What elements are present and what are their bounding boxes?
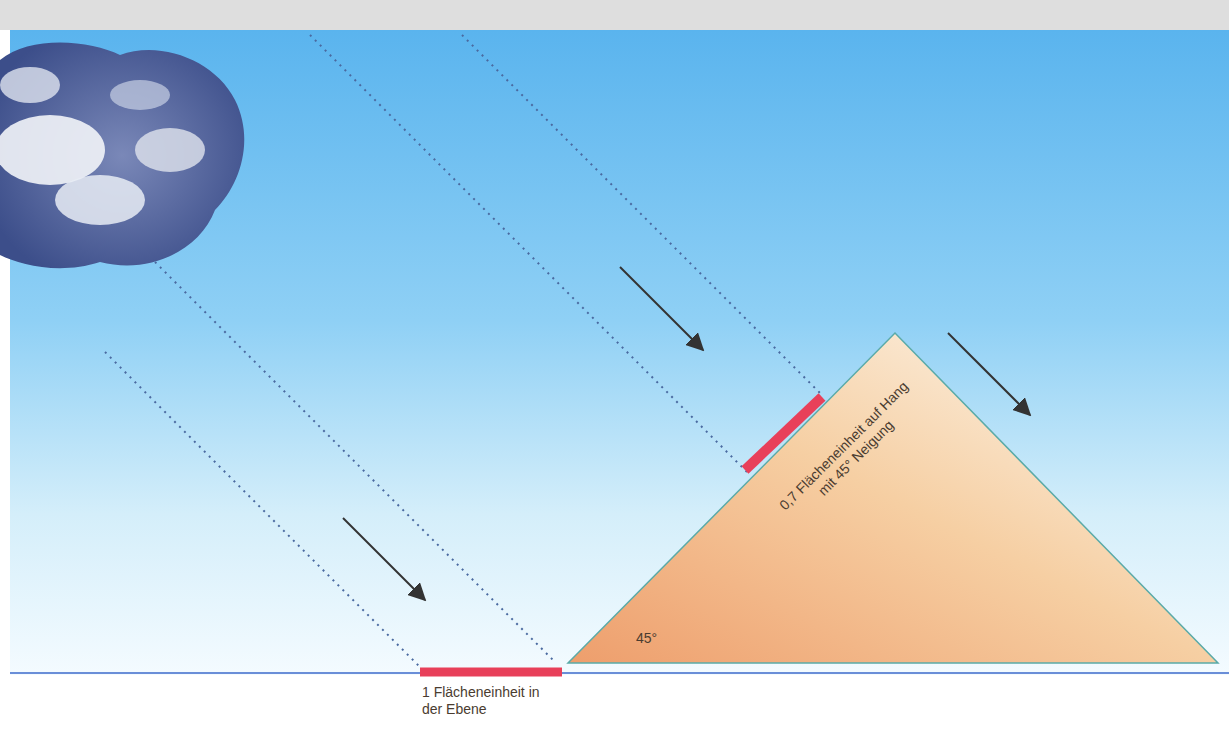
cloud — [0, 43, 244, 269]
flat-area-bar — [420, 668, 562, 677]
flat-area-label: 1 Flächeneinheit in der Ebene — [422, 684, 540, 718]
slope-area-bar — [745, 397, 822, 470]
top-band — [0, 0, 1229, 30]
sun-arrows — [343, 267, 1030, 600]
angle-label: 45° — [636, 630, 657, 647]
slope-triangle — [568, 333, 1218, 663]
ray-lines — [105, 35, 822, 667]
ground-line — [10, 672, 1229, 674]
